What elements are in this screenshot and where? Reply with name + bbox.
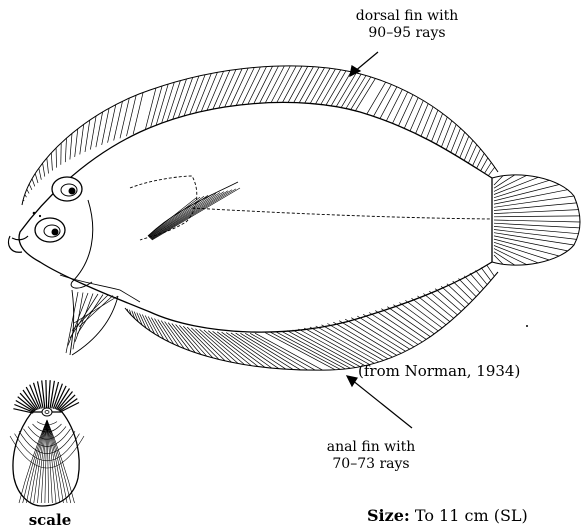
lateral-line <box>192 208 492 219</box>
dorsal-arrow <box>350 52 378 76</box>
dorsal-fin-label: dorsal fin with 90–95 rays <box>332 8 482 42</box>
scale-caption: scale <box>12 511 88 529</box>
operculum-line <box>60 275 140 302</box>
lower-eye <box>35 218 65 242</box>
scale-drawing <box>10 380 84 506</box>
anal-fin-rays <box>127 265 494 370</box>
fish-body-outline <box>19 102 492 332</box>
size-label: Size: <box>367 506 410 525</box>
gill-cover <box>71 200 93 288</box>
pectoral-fin-rays <box>148 188 240 240</box>
mouth <box>9 236 29 252</box>
anal-fin-label: anal fin with 70–73 rays <box>296 439 446 473</box>
anal-arrow <box>347 376 412 428</box>
upper-eye <box>52 177 82 201</box>
size-value: To 11 cm (SL) <box>410 506 528 525</box>
dorsal-fin-label-line1: dorsal fin with <box>332 8 482 25</box>
dorsal-fin-label-line2: 90–95 rays <box>332 25 482 42</box>
dorsal-fin-margin <box>22 66 498 205</box>
anal-fin-label-line2: 70–73 rays <box>296 456 446 473</box>
source-credit: (from Norman, 1934) <box>358 362 520 380</box>
anal-fin-label-line1: anal fin with <box>296 439 446 456</box>
dorsal-fin-rays <box>23 66 495 201</box>
size-info: Size: To 11 cm (SL) <box>367 506 528 525</box>
